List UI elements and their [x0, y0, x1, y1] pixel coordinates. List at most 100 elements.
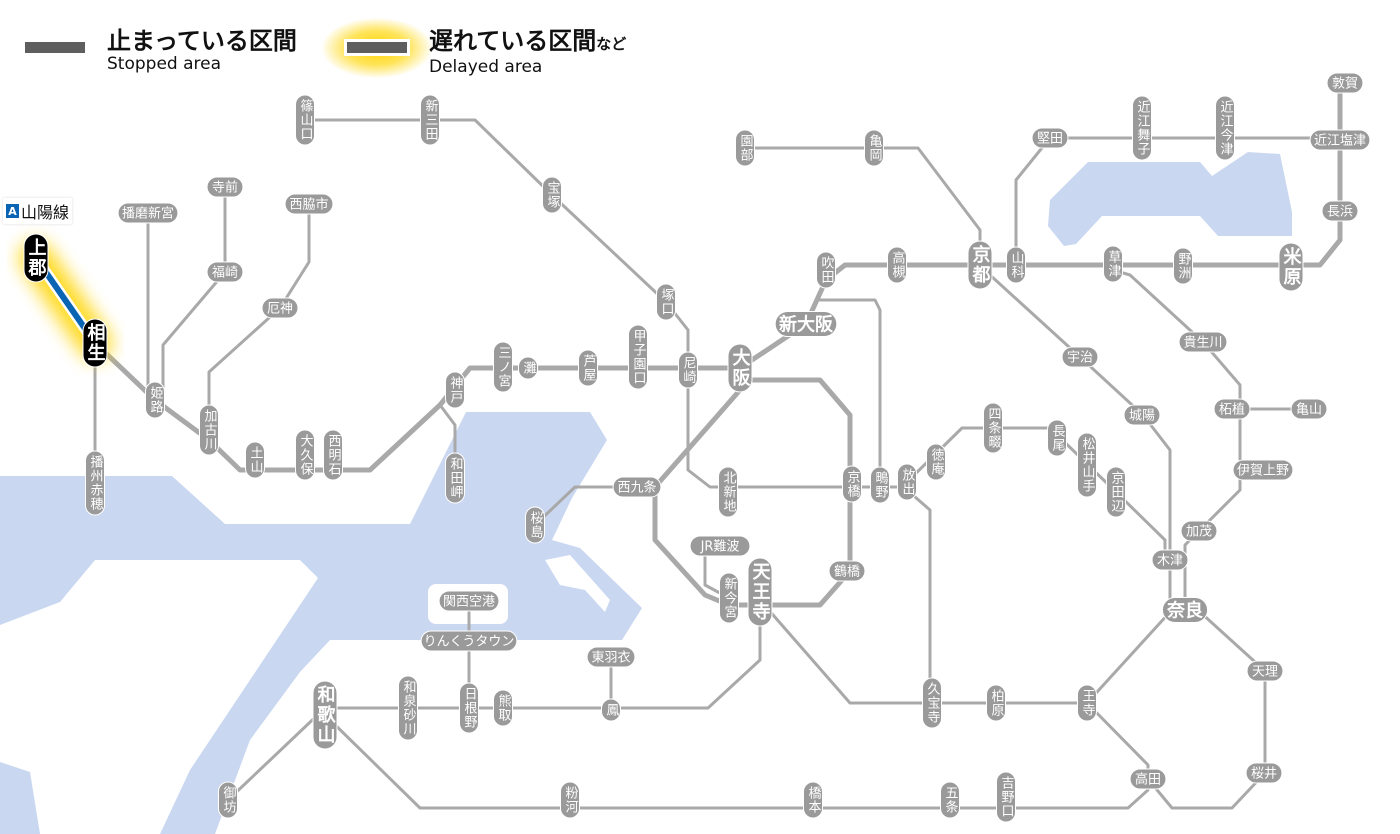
station-77[interactable]: 徳庵: [926, 443, 946, 481]
station-36[interactable]: 草津: [1103, 245, 1123, 283]
station-46[interactable]: 伊賀上野: [1232, 459, 1294, 481]
station-marker: [295, 429, 315, 481]
station-33[interactable]: 長浜: [1321, 200, 1359, 222]
station-49[interactable]: 奈良: [1161, 597, 1209, 623]
port-land: [545, 555, 610, 612]
station-37[interactable]: 高槻: [887, 246, 907, 284]
station-18[interactable]: 福崎: [206, 261, 244, 283]
station-78[interactable]: 四条畷: [983, 402, 1003, 454]
station-27[interactable]: 山科: [1006, 246, 1026, 284]
station-21[interactable]: 相生: [82, 318, 108, 368]
station-20[interactable]: 厄神: [261, 297, 299, 319]
station-61[interactable]: 和歌山: [312, 680, 338, 750]
station-39[interactable]: 新大阪: [774, 311, 838, 337]
station-51[interactable]: 桜井: [1245, 762, 1283, 784]
station-56[interactable]: 吉野口: [996, 771, 1016, 823]
station-52[interactable]: 高田: [1129, 768, 1167, 790]
station-31[interactable]: 敦賀: [1326, 72, 1364, 94]
station-22[interactable]: 上郡: [23, 233, 49, 283]
station-48[interactable]: 木津: [1151, 549, 1189, 571]
station-69[interactable]: 天王寺: [747, 557, 773, 627]
track-wakayama: [323, 701, 1150, 810]
station-name: 御坊: [221, 786, 237, 814]
station-74[interactable]: 京橋: [842, 465, 862, 503]
station-32[interactable]: 近江塩津: [1309, 129, 1371, 151]
station-45[interactable]: 亀山: [1290, 398, 1328, 420]
station-19[interactable]: 西脇市: [284, 193, 334, 215]
station-43[interactable]: 貴生川: [1178, 331, 1228, 353]
station-16[interactable]: 播磨新宮: [117, 202, 179, 224]
track-kosei: [1014, 136, 1342, 267]
station-marker: [719, 572, 739, 624]
station-38[interactable]: 吹田: [816, 251, 836, 289]
station-2[interactable]: 宝塚: [542, 176, 562, 214]
station-70[interactable]: 新今宮: [719, 572, 739, 624]
station-9[interactable]: 神戸: [445, 371, 465, 409]
station-64[interactable]: 熊取: [493, 689, 513, 727]
station-marker: [864, 129, 884, 167]
station-13[interactable]: 土山: [245, 441, 265, 479]
station-79[interactable]: 長尾: [1047, 419, 1067, 457]
station-5[interactable]: 甲子園口: [628, 324, 648, 390]
station-25[interactable]: 亀岡: [864, 129, 884, 167]
station-23[interactable]: 播州赤穂: [85, 450, 105, 516]
station-76[interactable]: 放出: [897, 463, 917, 501]
station-59[interactable]: 粉河: [560, 781, 580, 819]
station-name: 貴生川: [1183, 336, 1222, 351]
station-1[interactable]: 新三田: [420, 94, 440, 146]
station-29[interactable]: 近江舞子: [1132, 95, 1152, 161]
station-67[interactable]: りんくうタウン: [420, 630, 518, 652]
station-44[interactable]: 柘植: [1213, 398, 1251, 420]
station-26[interactable]: 京都: [967, 240, 993, 290]
station-35[interactable]: 野洲: [1173, 247, 1193, 285]
station-4[interactable]: 尼崎: [678, 351, 698, 389]
station-40[interactable]: 大阪: [727, 343, 753, 393]
station-71[interactable]: JR難波: [689, 535, 751, 557]
station-30[interactable]: 近江今津: [1215, 95, 1235, 161]
station-60[interactable]: 御坊: [218, 781, 238, 819]
station-11[interactable]: 西明石: [323, 429, 343, 481]
station-34[interactable]: 米原: [1278, 242, 1304, 292]
station-81[interactable]: 京田辺: [1106, 466, 1126, 518]
station-24[interactable]: 園部: [735, 129, 755, 167]
station-53[interactable]: 王寺: [1077, 684, 1097, 722]
station-28[interactable]: 堅田: [1031, 127, 1069, 149]
station-62[interactable]: 和泉砂川: [398, 675, 418, 741]
station-10[interactable]: 和田岬: [445, 452, 465, 504]
station-82[interactable]: 西九条: [612, 476, 662, 498]
line-label-sanyo[interactable]: A 山陽線: [3, 198, 73, 224]
station-63[interactable]: 日根野: [459, 682, 479, 734]
station-3[interactable]: 塚口: [656, 283, 676, 321]
station-14[interactable]: 加古川: [199, 404, 219, 456]
station-0[interactable]: 篠山口: [295, 94, 315, 146]
station-42[interactable]: 城陽: [1123, 404, 1161, 426]
station-12[interactable]: 大久保: [295, 429, 315, 481]
station-8[interactable]: 三ノ宮: [493, 341, 513, 393]
station-73[interactable]: 北新地: [718, 466, 738, 518]
station-65[interactable]: 鳳: [601, 698, 621, 722]
station-name: 亀岡: [867, 134, 883, 162]
station-marker: [718, 466, 738, 518]
station-57[interactable]: 五条: [940, 781, 960, 819]
station-15[interactable]: 姫路: [145, 381, 165, 419]
station-47[interactable]: 加茂: [1180, 520, 1218, 542]
station-17[interactable]: 寺前: [206, 176, 244, 198]
station-7[interactable]: 灘: [518, 356, 538, 380]
station-58[interactable]: 橋本: [803, 781, 823, 819]
station-41[interactable]: 宇治: [1061, 346, 1099, 368]
station-55[interactable]: 久宝寺: [922, 677, 942, 729]
station-54[interactable]: 柏原: [986, 684, 1006, 722]
station-72[interactable]: 鶴橋: [828, 560, 866, 582]
station-66[interactable]: 東羽衣: [586, 646, 636, 668]
station-50[interactable]: 天理: [1246, 660, 1284, 682]
station-6[interactable]: 芦屋: [578, 349, 598, 387]
line-badge: A: [6, 204, 19, 218]
station-name: 寺前: [212, 180, 238, 196]
station-68[interactable]: 関西空港: [438, 590, 500, 612]
station-83[interactable]: 桜島: [525, 506, 545, 544]
station-name: 柏原: [989, 689, 1005, 717]
station-80[interactable]: 松井山手: [1077, 432, 1097, 498]
station-name: 京橋: [845, 470, 861, 498]
station-75[interactable]: 鴫野: [870, 466, 890, 504]
